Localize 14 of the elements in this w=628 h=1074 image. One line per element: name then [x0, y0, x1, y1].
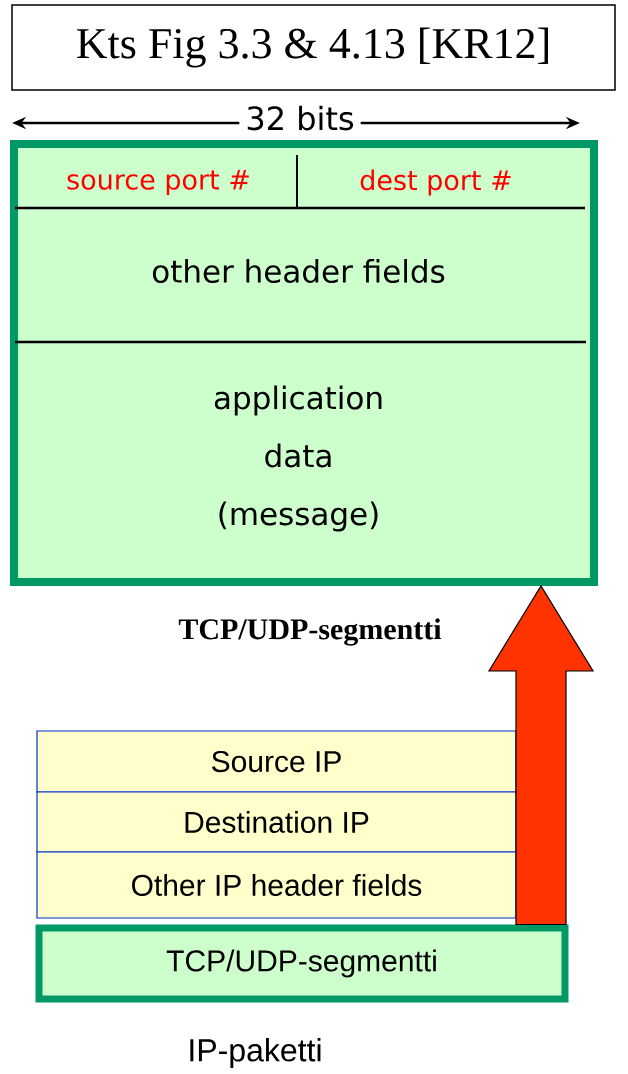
caption: IP-paketti — [190, 1038, 321, 1068]
title-box: Kts Fig 3.3 & 4.13 [KR12] — [11, 4, 616, 91]
header-row: Other IP header fields — [36, 851, 517, 919]
header-row: Destination IP — [36, 791, 517, 853]
port-field: source port # — [67, 170, 249, 195]
segment-box: TCP/UDP-segmentti — [35, 924, 569, 1003]
dimension-label: 32 bits — [239, 103, 361, 133]
node-label: TCP/UDP-segmentti — [178, 618, 442, 646]
header-row: Source IP — [36, 730, 517, 793]
data-field: application data (message) — [214, 385, 382, 532]
segment-box — [10, 140, 598, 586]
header-field: other header fields — [152, 259, 445, 283]
port-field: dest port # — [360, 169, 511, 196]
arrow — [487, 584, 595, 926]
